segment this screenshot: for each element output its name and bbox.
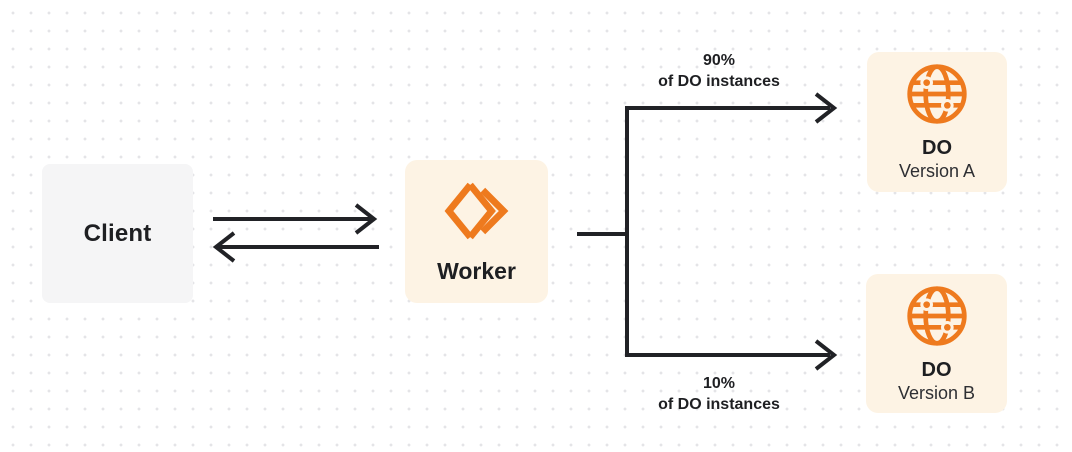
branch-label-90-percent: 90% of DO instances [599, 50, 839, 92]
arrowhead-right-icon [354, 203, 378, 235]
node-worker: Worker [405, 160, 548, 303]
branch-bottom-caption: of DO instances [658, 396, 780, 413]
arrowhead-bottom-branch-icon [814, 339, 838, 371]
durable-object-globe-icon [907, 64, 967, 124]
branch-label-10-percent: 10% of DO instances [599, 373, 839, 415]
node-client: Client [42, 164, 193, 303]
do-a-subtitle: Version A [898, 161, 976, 181]
durable-object-globe-icon [906, 286, 967, 346]
branch-top-percent: 90% [702, 52, 736, 69]
client-label: Client [83, 219, 152, 247]
arrowhead-top-branch-icon [814, 92, 838, 124]
node-do-version-b: DO Version B [866, 274, 1007, 413]
do-a-title: DO [922, 137, 952, 159]
cloudflare-workers-icon [444, 182, 508, 239]
branch-bottom-percent: 10% [702, 375, 736, 392]
node-do-version-a: DO Version A [867, 52, 1007, 192]
do-b-subtitle: Version B [897, 383, 976, 403]
branch-top-caption: of DO instances [658, 73, 780, 90]
worker-label: Worker [437, 257, 516, 284]
do-b-title: DO [921, 359, 952, 381]
arrowhead-left-icon [212, 231, 236, 263]
edge-fork [625, 106, 830, 357]
